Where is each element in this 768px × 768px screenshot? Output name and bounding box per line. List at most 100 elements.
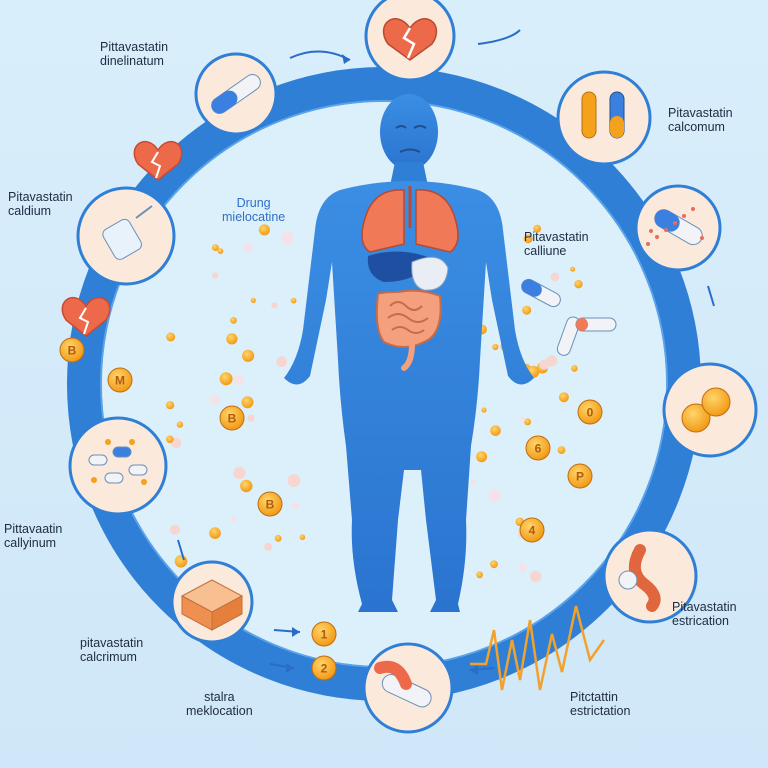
cycle-node-8 [170,560,254,644]
tablet-dot [247,414,255,422]
tablet-dot [166,401,175,410]
cycle-node-3 [556,70,652,166]
tablet-dot [212,244,219,252]
tablet-dot [209,527,221,539]
tablet-dot [290,297,297,304]
neck [390,162,428,186]
tablet-dot [523,234,533,244]
tablet-dot [287,474,301,487]
tablet-dot [217,248,224,255]
lettered-pill: 0 [577,399,603,425]
tablet-dot [470,479,476,485]
svg-text:B: B [68,344,77,358]
tablet-dot [258,224,270,236]
colon-tail [401,341,415,371]
tablet-dot [492,343,499,351]
cycle-node-4 [634,184,722,272]
tablet-dot [209,394,220,405]
svg-text:B: B [228,412,237,426]
skin-capsule-icon [646,207,704,246]
tablet-dot [166,332,176,342]
tablet-dot [240,479,253,493]
tissue-block-icon [180,579,244,631]
svg-text:B: B [266,498,275,512]
svg-text:4: 4 [529,524,536,538]
tablet-dot [291,502,299,510]
lettered-pill: B [59,337,85,363]
lettered-pill: P [567,463,593,489]
tablet-dot [212,272,219,279]
tablet-dot [488,489,501,503]
lettered-pill: M [107,367,133,393]
tablet-dot [519,416,526,423]
tablet-dot [241,396,254,409]
face-features [395,125,427,153]
right-lung [415,189,459,253]
cycle-node-5 [662,362,758,458]
tablet-dot [264,542,273,551]
tablet-dot [230,317,237,324]
tablet-dot [550,272,560,282]
tablet-dot [230,516,237,523]
tablet-dot [476,451,488,463]
tablet-dot [476,571,483,579]
tablet-dot [570,266,576,272]
tablet-dot [571,365,578,372]
lettered-pill: 1 [311,621,337,647]
svg-text:1: 1 [321,628,328,642]
heartbeat-line [470,605,606,691]
left-lung [361,189,405,253]
tablet-dot [233,374,245,386]
lettered-pill: 2 [311,655,337,681]
tablet-dot [243,242,253,252]
tablet-dot [558,392,569,403]
tablet-dot [276,356,288,368]
svg-text:P: P [576,470,584,484]
svg-text:M: M [115,374,125,388]
stomach-icon [618,544,661,612]
lettered-pill: B [257,491,283,517]
tablet-dot [274,534,282,542]
tablet-dot [166,435,174,444]
small-broken-heart-left [133,140,183,181]
tablet-dot [574,280,583,289]
cycle-nodes [68,0,758,734]
tablet-dot [546,355,558,367]
tablet-dot [242,349,255,362]
cycle-node-9 [68,416,168,516]
tablet-dot [530,570,542,583]
small-broken-heart-left-lower [61,296,111,337]
cycle-node-2 [194,52,278,136]
cycle-node-7 [362,642,454,734]
cycle-node-1 [364,0,456,82]
tablet-dot [533,224,542,233]
tablet-dot [299,534,306,540]
tablet-dot [490,425,501,437]
cycle-node-10 [76,186,176,286]
cycle-node-6 [602,528,698,624]
human-body-figure [284,94,534,612]
lettered-pill: 6 [525,435,551,461]
small-intestine-coils [387,301,429,334]
injured-arm-icon [374,660,432,708]
scattered-pills-icon [88,439,148,485]
tablet-dot [557,446,566,454]
lettered-pill: 4 [519,517,545,543]
tablet-dot [250,297,256,303]
tablet-dot [281,231,294,245]
svg-text:0: 0 [587,406,594,420]
stomach [411,256,449,291]
right-side-capsules [521,278,617,356]
arrow-heads [286,54,478,675]
tablet-dot [226,333,238,345]
svg-text:6: 6 [535,442,542,456]
tablet-dot [522,305,532,315]
